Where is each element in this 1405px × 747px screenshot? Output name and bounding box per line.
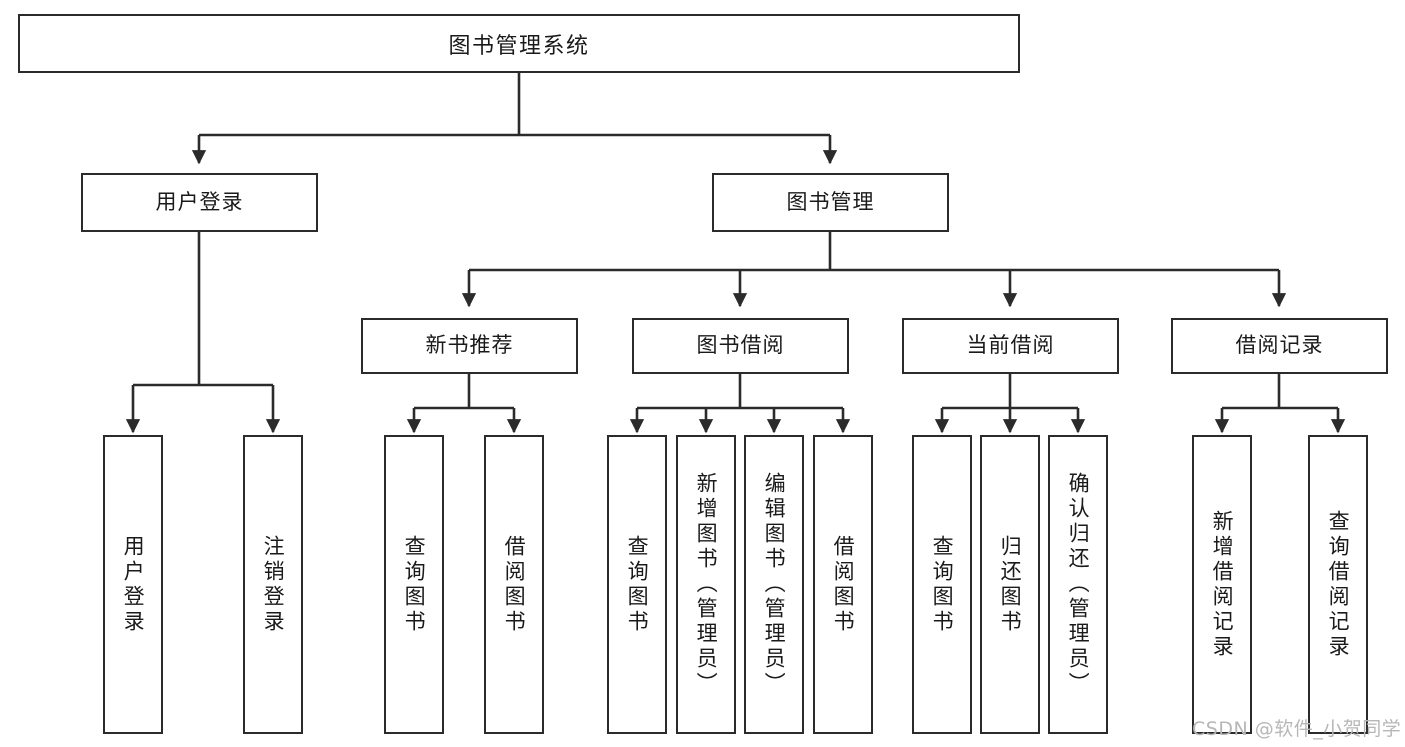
node-label: 查询借阅记录 [1326, 509, 1351, 660]
leaf-query-borrow-record[interactable]: 查询借阅记录 [1308, 435, 1368, 734]
node-root-system[interactable]: 图书管理系统 [18, 14, 1020, 73]
node-book-manage[interactable]: 图书管理 [712, 173, 949, 232]
leaf-return-book[interactable]: 归还图书 [980, 435, 1040, 734]
leaf-query-book-borrow[interactable]: 查询图书 [607, 435, 667, 734]
node-label: 图书借阅 [696, 333, 785, 358]
node-label: 新书推荐 [425, 333, 514, 358]
leaf-add-book[interactable]: 新增图书（管理员） [676, 435, 736, 734]
node-label: 查询图书 [402, 534, 427, 635]
leaf-logout[interactable]: 注销登录 [243, 435, 303, 734]
node-label: 确认归还（管理员） [1066, 472, 1091, 697]
node-borrow-record[interactable]: 借阅记录 [1171, 318, 1388, 374]
node-label: 当前借阅 [966, 333, 1055, 358]
node-label: 归还图书 [998, 534, 1023, 635]
leaf-borrow-book[interactable]: 借阅图书 [813, 435, 873, 734]
node-label: 查询图书 [930, 534, 955, 635]
node-label: 借阅图书 [502, 534, 527, 635]
node-book-borrow[interactable]: 图书借阅 [632, 318, 849, 374]
node-label: 注销登录 [261, 534, 286, 635]
node-label: 用户登录 [121, 534, 146, 635]
leaf-confirm-return[interactable]: 确认归还（管理员） [1048, 435, 1108, 734]
node-label: 编辑图书（管理员） [762, 472, 787, 697]
node-label: 图书管理 [786, 189, 875, 214]
node-label: 图书管理系统 [448, 33, 590, 59]
node-label: 借阅图书 [831, 534, 856, 635]
node-user-login[interactable]: 用户登录 [81, 173, 318, 232]
node-label: 查询图书 [625, 534, 650, 635]
node-label: 新增图书（管理员） [694, 472, 719, 697]
leaf-add-borrow-record[interactable]: 新增借阅记录 [1192, 435, 1252, 734]
watermark: CSDN @软件_小贺同学 [1192, 718, 1402, 740]
leaf-borrow-book-recommend[interactable]: 借阅图书 [484, 435, 544, 734]
node-new-book-recommend[interactable]: 新书推荐 [361, 318, 578, 374]
leaf-user-login[interactable]: 用户登录 [103, 435, 163, 734]
leaf-query-book-current[interactable]: 查询图书 [912, 435, 972, 734]
leaf-query-book-recommend[interactable]: 查询图书 [384, 435, 444, 734]
node-current-borrow[interactable]: 当前借阅 [902, 318, 1119, 374]
node-label: 新增借阅记录 [1210, 509, 1235, 660]
node-label: 用户登录 [155, 189, 244, 214]
node-label: 借阅记录 [1235, 333, 1324, 358]
leaf-edit-book[interactable]: 编辑图书（管理员） [744, 435, 804, 734]
